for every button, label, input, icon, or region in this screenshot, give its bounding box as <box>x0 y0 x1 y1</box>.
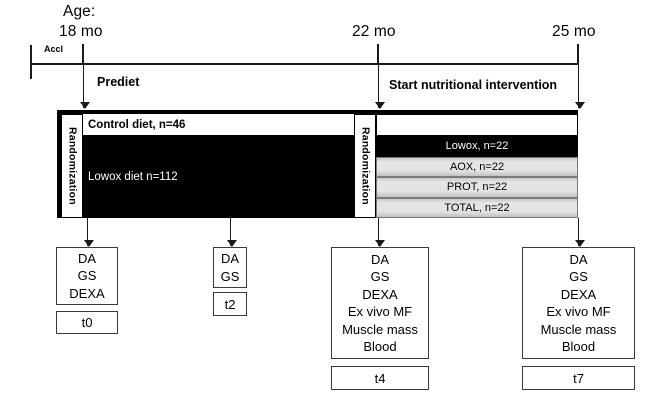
randomization-label-baseline: Randomization <box>66 127 79 205</box>
outcome-box-t4: DA GS DEXA Ex vivo MF Muscle mass Blood <box>331 247 429 359</box>
outcome-measure: GS <box>569 269 588 284</box>
acclimatization-label: Accl <box>44 44 64 54</box>
randomization-column-baseline: Randomization <box>61 114 83 218</box>
timepoint-label: t2 <box>224 296 236 312</box>
age-label-22mo: 22 mo <box>352 23 396 40</box>
outcome-box-t7: DA GS DEXA Ex vivo MF Muscle mass Blood <box>522 247 635 359</box>
timepoint-label: t4 <box>374 370 386 386</box>
outcome-measure: Ex vivo MF <box>546 304 611 319</box>
randomization-label-intervention: Randomization <box>359 127 372 205</box>
outcome-box-t0: DA GS DEXA <box>56 247 118 305</box>
age-label-25mo: 25 mo <box>552 23 596 40</box>
outcome-measure: Blood <box>561 339 596 354</box>
intervention-arm-label: AOX, n=22 <box>449 160 505 173</box>
arrow-down-outcome-t2 <box>226 218 237 247</box>
timeline-tick-18mo <box>82 44 84 64</box>
outcome-box-t2: DA GS <box>213 247 247 288</box>
intervention-label: Start nutritional intervention <box>389 78 558 92</box>
intervention-arm-label: Lowox, n=22 <box>445 140 509 153</box>
arrow-down-outcome-t7 <box>574 218 585 247</box>
age-label-18mo: 18 mo <box>59 23 103 40</box>
intervention-arm-total: TOTAL, n=22 <box>376 197 578 218</box>
outcome-measure: DEXA <box>560 286 597 302</box>
timepoint-label: t7 <box>573 370 584 386</box>
outcome-measure: DEXA <box>69 285 105 301</box>
arrow-down-outcome-t0 <box>83 218 94 247</box>
intervention-arms-group: Lowox, n=22 AOX, n=22 PROT, n=22 TOTAL, … <box>376 136 578 218</box>
arrow-down-22mo <box>374 64 385 109</box>
outcome-measure: DA <box>220 251 240 266</box>
outcome-measure: Ex vivo MF <box>347 304 413 319</box>
timeline-tick-start <box>30 45 32 79</box>
outcome-measure: Muscle mass <box>540 321 617 337</box>
timepoint-label: t0 <box>81 315 93 330</box>
outcome-measure: DA <box>77 250 97 266</box>
age-caption: Age: <box>63 3 96 20</box>
intervention-arm-aox: AOX, n=22 <box>376 156 578 177</box>
timepoint-box-t0: t0 <box>56 311 118 334</box>
outcome-measure: DA <box>569 251 588 267</box>
control-diet-label: Control diet, n=46 <box>88 118 186 131</box>
timepoint-box-t7: t7 <box>522 366 635 390</box>
timeline-tick-25mo <box>577 44 579 64</box>
lowox-diet-band: Lowox diet n=112 <box>83 136 354 218</box>
outcome-measure: Muscle mass <box>342 321 418 337</box>
timepoint-box-t4: t4 <box>331 366 429 390</box>
prediet-label: Prediet <box>97 75 140 89</box>
randomization-column-intervention: Randomization <box>354 114 376 218</box>
intervention-arm-prot: PROT, n=22 <box>376 177 578 198</box>
timeline-tick-22mo <box>377 44 379 64</box>
outcome-measure: Blood <box>363 339 397 354</box>
intervention-arm-lowox: Lowox, n=22 <box>376 136 578 157</box>
outcome-measure: GS <box>220 268 240 284</box>
intervention-arm-label: TOTAL, n=22 <box>444 201 510 214</box>
lowox-diet-label: Lowox diet n=112 <box>88 171 178 183</box>
intervention-arm-label: PROT, n=22 <box>446 181 508 194</box>
arrow-down-25mo <box>574 64 585 109</box>
control-diet-band: Control diet, n=46 <box>83 114 354 136</box>
outcome-measure: DA <box>370 251 390 267</box>
outcome-measure: GS <box>370 269 390 284</box>
timeline-axis <box>30 63 578 65</box>
outcome-measure: DEXA <box>362 286 398 302</box>
study-design-block: Randomization Control diet, n=46 Lowox d… <box>57 110 578 218</box>
control-diet-continuation-band <box>376 114 578 136</box>
arrow-down-18mo <box>79 64 90 109</box>
timepoint-box-t2: t2 <box>213 292 247 316</box>
arrow-down-outcome-t4 <box>374 218 385 247</box>
outcome-measure: GS <box>77 268 97 284</box>
